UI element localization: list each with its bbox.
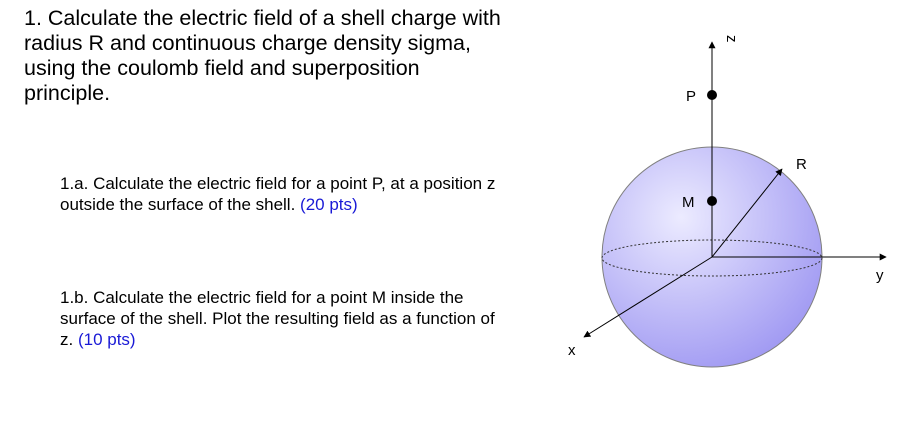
- radius-label: R: [796, 156, 807, 173]
- x-axis: [583, 256, 713, 338]
- point-m-label: M: [682, 194, 695, 211]
- point-p-label: P: [686, 88, 696, 105]
- part-b-text: 1.b. Calculate the electric field for a …: [60, 288, 495, 349]
- question-text: 1. Calculate the electric field of a she…: [24, 6, 501, 105]
- part-b-points: (10 pts): [77, 330, 136, 349]
- part-a: 1.a. Calculate the electric field for a …: [60, 173, 500, 215]
- y-axis-label: y: [876, 267, 884, 284]
- radius-vector: [711, 168, 783, 258]
- part-b: 1.b. Calculate the electric field for a …: [60, 287, 500, 350]
- z-axis-label: z: [723, 35, 740, 43]
- sphere-diagram: z y x P M R: [568, 35, 887, 368]
- part-a-text: 1.a. Calculate the electric field for a …: [60, 174, 496, 214]
- x-axis-label: x: [568, 342, 576, 359]
- part-a-points: (20 pts): [300, 195, 358, 214]
- point-p-dot: [707, 90, 717, 100]
- point-m-dot: [707, 196, 717, 206]
